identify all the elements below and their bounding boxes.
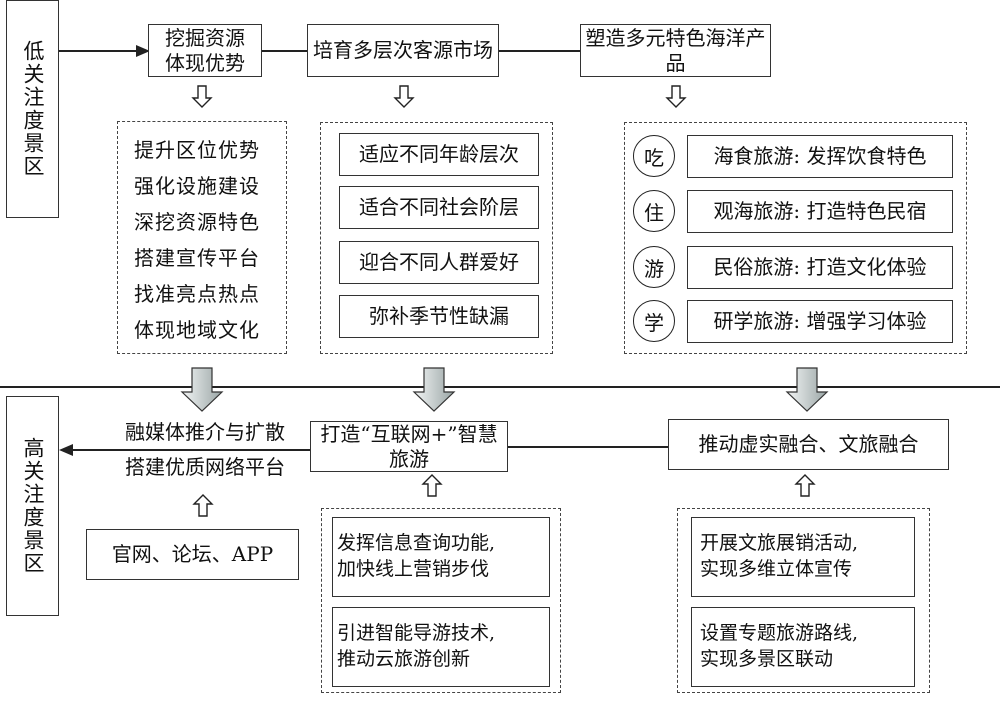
product-item: 观海旅游: 打造特色民宿 [687,190,953,233]
hollow-down-arrow-icon [393,85,415,108]
list-item: 提升区位优势 [134,138,260,162]
resources-box: 挖掘资源 体现优势 [148,24,262,77]
smart-tourism-box: 打造“互联网+”智慧旅游 [310,421,508,472]
market-item: 迎合不同人群爱好 [339,241,539,284]
fusion-title: 推动虚实融合、文旅融合 [698,432,919,456]
products-box: 塑造多元特色海洋产品 [580,24,771,77]
list-item: 强化设施建设 [134,174,260,198]
resources-title-line-1: 挖掘资源 [165,25,245,50]
product-item: 海食旅游: 发挥饮食特色 [687,135,953,178]
market-item-text: 适应不同年龄层次 [359,142,519,166]
high-attention-zone-box: 高关注度景区 [6,396,59,616]
fusion-item: 开展文旅展销活动, 实现多维立体宣传 [691,517,915,597]
resources-title-line-2: 体现优势 [165,50,245,75]
market-title: 培育多层次客源市场 [313,38,493,62]
product-item: 研学旅游: 增强学习体验 [687,300,953,343]
market-item-text: 弥补季节性缺漏 [369,304,509,328]
smart-item: 发挥信息查询功能, 加快线上营销步伐 [332,517,550,597]
circle-label: 游 [644,256,664,281]
product-item: 民俗旅游: 打造文化体验 [687,246,953,289]
smart-item-line: 引进智能导游技术, [337,622,496,645]
circle-label: 学 [644,310,664,335]
gradient-down-arrow-icon [785,367,829,412]
list-item: 找准亮点热点 [134,282,260,306]
category-circle-travel: 游 [633,246,675,288]
gradient-down-arrow-icon [180,367,224,412]
smart-item-line: 推动云旅游创新 [337,648,471,670]
circle-label: 吃 [644,145,664,170]
hollow-up-arrow-icon [421,474,443,497]
market-item-text: 适合不同社会阶层 [359,195,519,219]
market-item-text: 迎合不同人群爱好 [359,250,519,274]
market-item: 适合不同社会阶层 [339,186,539,229]
category-circle-eat: 吃 [633,135,675,177]
hollow-up-arrow-icon [192,494,214,517]
platforms-text: 官网、论坛、APP [111,542,274,566]
circle-label: 住 [644,200,664,225]
connector-line [499,50,581,52]
media-line-2: 搭建优质网络平台 [125,455,285,479]
product-item-text: 研学旅游: 增强学习体验 [713,309,927,333]
fusion-item: 设置专题旅游路线, 实现多景区联动 [691,607,915,687]
connector-line [64,449,310,451]
products-title: 塑造多元特色海洋产品 [585,25,766,75]
media-text-group: 融媒体推介与扩散 搭建优质网络平台 [105,420,305,479]
smart-item-line: 发挥信息查询功能, [337,532,496,555]
connector-line [508,446,668,448]
market-box: 培育多层次客源市场 [307,24,499,77]
list-item: 搭建宣传平台 [134,246,260,270]
product-item-text: 观海旅游: 打造特色民宿 [713,199,927,223]
low-attention-zone-label: 低关注度景区 [21,40,45,178]
market-list-group: 适应不同年龄层次 适合不同社会阶层 迎合不同人群爱好 弥补季节性缺漏 [320,122,553,354]
platforms-box: 官网、论坛、APP [86,529,299,580]
hollow-down-arrow-icon [665,85,687,108]
smart-item-line: 加快线上营销步伐 [337,558,490,580]
fusion-item-line: 实现多景区联动 [700,648,834,670]
smart-list-group: 发挥信息查询功能, 加快线上营销步伐 引进智能导游技术, 推动云旅游创新 [321,508,561,693]
fusion-item-line: 开展文旅展销活动, [700,532,859,555]
category-circle-study: 学 [633,300,675,342]
arrowhead-right-icon [136,45,150,57]
fusion-box: 推动虚实融合、文旅融合 [668,419,949,470]
smart-tourism-title: 打造“互联网+”智慧旅游 [320,421,498,471]
connector-line [262,50,308,52]
hollow-down-arrow-icon [191,85,213,108]
product-item-text: 民俗旅游: 打造文化体验 [713,255,927,279]
fusion-item-line: 设置专题旅游路线, [700,622,859,645]
connector-line [59,50,143,52]
gradient-down-arrow-icon [412,367,456,412]
high-attention-zone-label: 高关注度景区 [21,437,45,575]
category-circle-stay: 住 [633,190,675,232]
products-list-group: 吃 海食旅游: 发挥饮食特色 住 观海旅游: 打造特色民宿 游 民俗旅游: 打造… [624,122,967,354]
market-item: 弥补季节性缺漏 [339,295,539,338]
list-item: 体现地域文化 [134,318,260,342]
fusion-list-group: 开展文旅展销活动, 实现多维立体宣传 设置专题旅游路线, 实现多景区联动 [677,508,930,693]
product-item-text: 海食旅游: 发挥饮食特色 [713,144,927,168]
hollow-up-arrow-icon [794,474,816,497]
low-attention-zone-box: 低关注度景区 [6,0,59,218]
resources-list-group: 提升区位优势 强化设施建设 深挖资源特色 搭建宣传平台 找准亮点热点 体现地域文… [117,121,287,354]
market-item: 适应不同年龄层次 [339,133,539,176]
arrowhead-left-icon [59,444,73,456]
smart-item: 引进智能导游技术, 推动云旅游创新 [332,607,550,687]
media-line-1: 融媒体推介与扩散 [125,420,285,444]
list-item: 深挖资源特色 [134,210,260,234]
fusion-item-line: 实现多维立体宣传 [700,558,853,580]
section-divider [0,386,1000,388]
